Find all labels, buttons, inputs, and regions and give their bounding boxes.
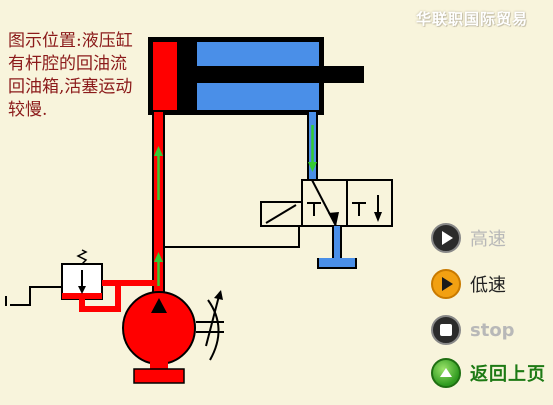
relief-valve <box>5 249 103 306</box>
high-speed-button[interactable]: 高速 <box>431 222 506 254</box>
cylinder-rod-chamber-upper <box>197 42 319 66</box>
stop-label: stop <box>470 319 515 341</box>
stop-button[interactable]: stop <box>431 314 515 346</box>
cylinder-rod-chamber-lower <box>197 83 319 110</box>
watermark-logo: 华联职国际贸易 <box>416 10 529 28</box>
back-label: 返回上页 <box>470 364 546 385</box>
low-speed-button[interactable]: 低速 <box>431 268 506 300</box>
high-speed-label: 高速 <box>470 229 506 250</box>
pump-drive-symbol <box>207 299 220 361</box>
hydraulic-cylinder <box>148 37 364 115</box>
tank <box>317 258 357 269</box>
play-icon <box>431 223 461 253</box>
low-speed-label: 低速 <box>470 275 506 296</box>
valve-tank-line <box>317 226 357 269</box>
directional-valve <box>260 179 393 227</box>
piston <box>177 42 197 110</box>
cylinder-rodless-chamber <box>153 42 177 110</box>
status-description: 图示位置:液压缸有杆腔的回油流回油箱,活塞运动较慢. <box>8 31 133 120</box>
piston-rod <box>197 66 364 83</box>
stop-icon <box>431 315 461 345</box>
back-button[interactable]: 返回上页 <box>431 357 546 389</box>
hydraulic-pump <box>122 290 224 384</box>
pressure-line <box>152 112 165 297</box>
relief-pressure-line <box>79 280 154 312</box>
arrow-up-icon <box>431 358 461 388</box>
pump-to-valve-line <box>164 226 300 248</box>
solenoid <box>260 201 303 227</box>
return-line <box>307 112 318 180</box>
play-icon <box>431 269 461 299</box>
